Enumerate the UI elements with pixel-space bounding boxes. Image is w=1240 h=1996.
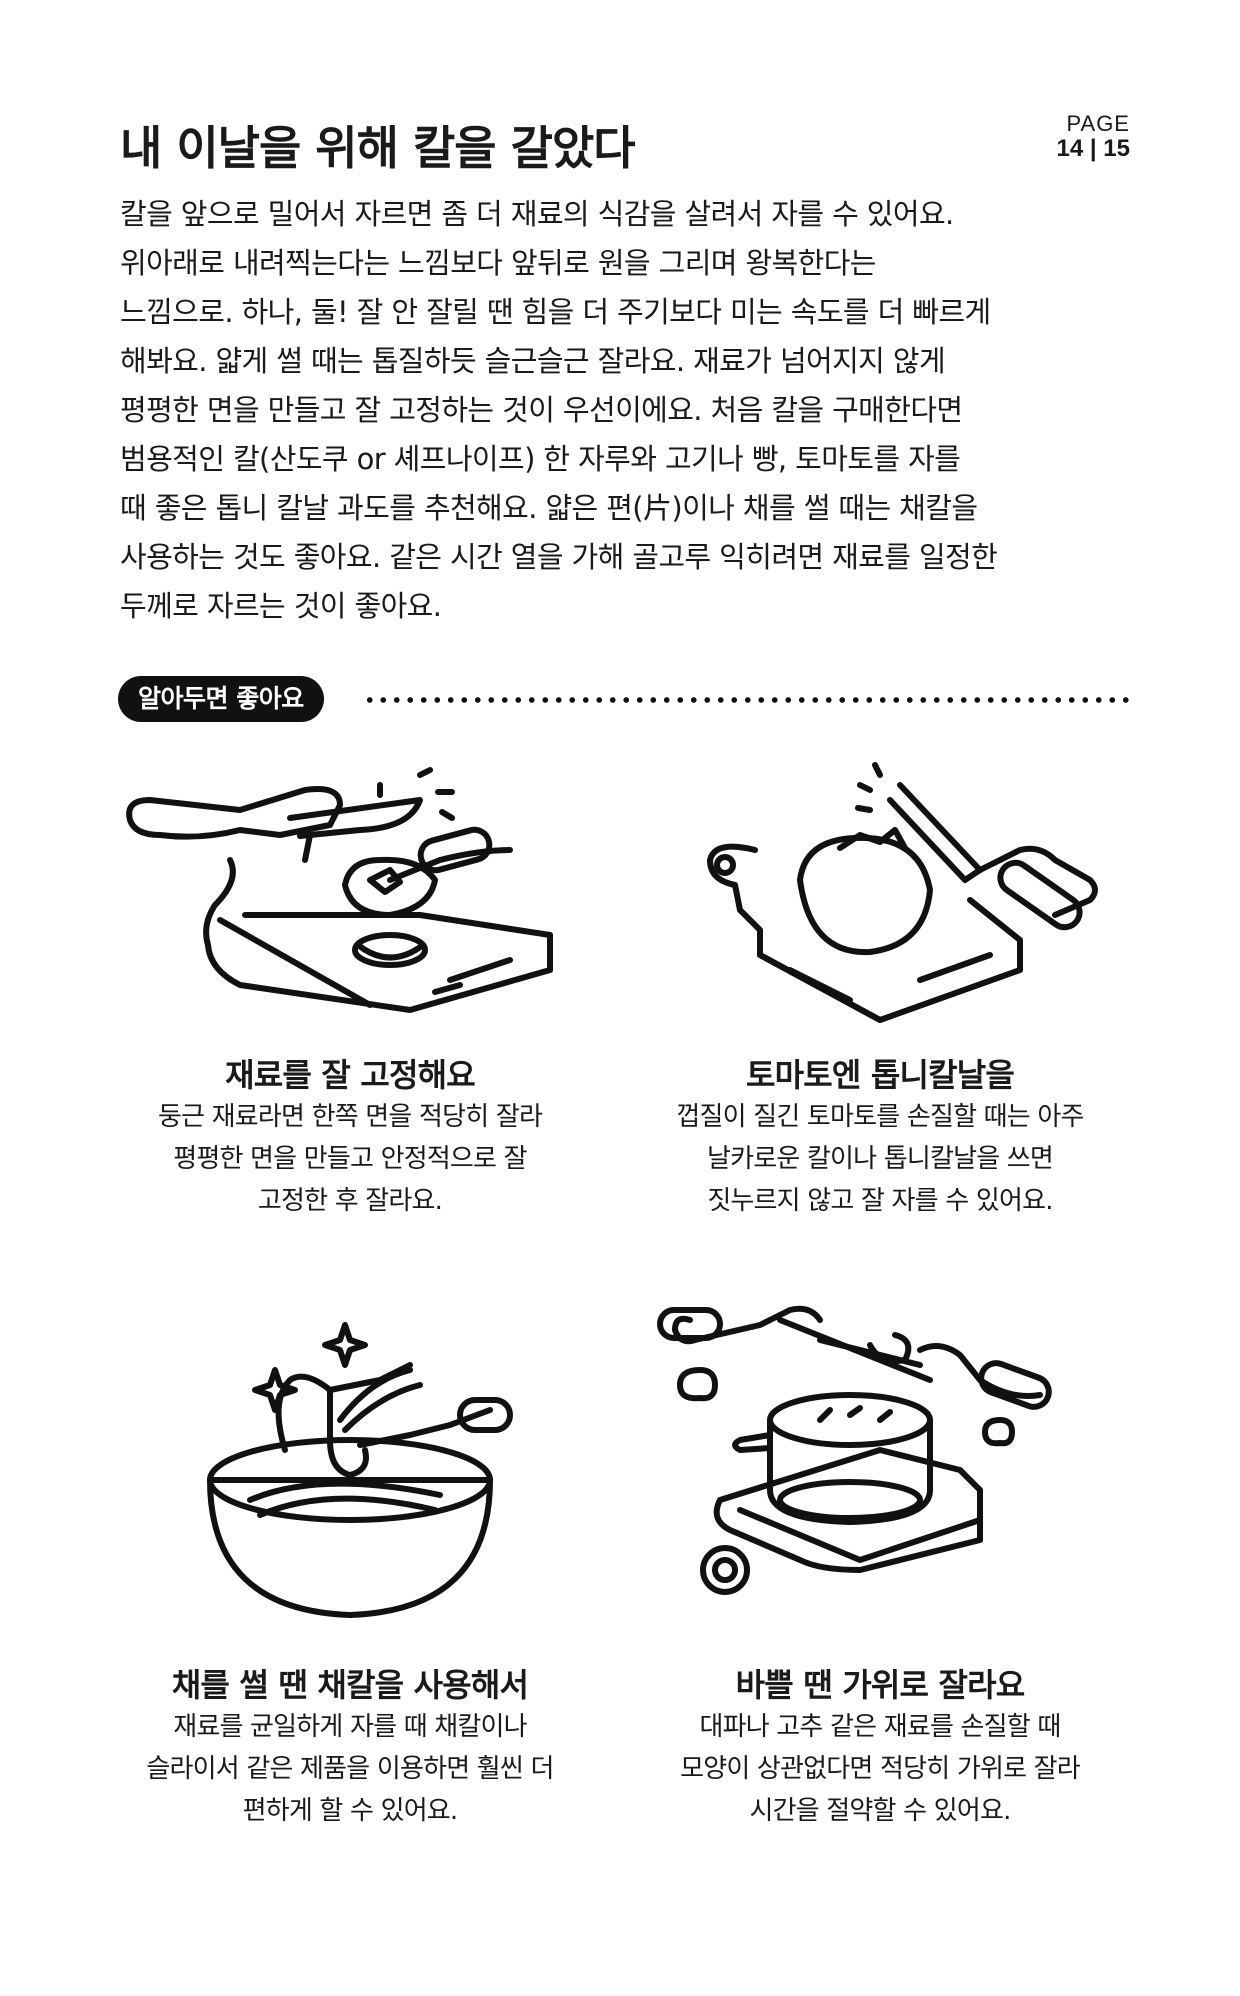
scissors-pot-stove-icon [657,1305,1052,1595]
card-desc-line: 슬라이서 같은 제품을 이용하면 훨씬 더 [146,1754,554,1784]
tip-card-fix-ingredient: 재료를 잘 고정해요 둥근 재료라면 한쪽 면을 적당히 잘라 평평한 면을 만… [90,730,610,1250]
dotted-divider [363,697,1130,703]
card-title: 채를 썰 땐 채칼을 사용해서 [171,1666,529,1704]
intro-paragraph: 칼을 앞으로 밀어서 자르면 좀 더 재료의 식감을 살려서 자를 수 있어요.… [120,190,1130,631]
card-desc-line: 대파나 고추 같은 재료를 손질할 때 [699,1712,1061,1742]
card-title: 재료를 잘 고정해요 [225,1056,476,1094]
card-description: 둥근 재료라면 한쪽 면을 적당히 잘라 평평한 면을 만들고 안정적으로 잘 … [90,1096,610,1222]
tip-card-scissors: 바쁠 땐 가위로 잘라요 대파나 고추 같은 재료를 손질할 때 모양이 상관없… [620,1270,1140,1830]
intro-line: 느낌으로. 하나, 둘! 잘 안 잘릴 땐 힘을 더 주기보다 미는 속도를 더… [120,295,991,329]
card-desc-line: 고정한 후 잘라요. [257,1186,443,1216]
page-number: 14 | 15 [1056,135,1130,163]
intro-line: 위아래로 내려찍는다는 느낌보다 앞뒤로 원을 그리며 왕복한다는 [120,246,876,280]
intro-line: 칼을 앞으로 밀어서 자르면 좀 더 재료의 식감을 살려서 자를 수 있어요. [120,197,954,231]
page-indicator: PAGE 14 | 15 [1056,111,1130,163]
card-desc-line: 모양이 상관없다면 적당히 가위로 잘라 [680,1754,1081,1784]
intro-line: 사용하는 것도 좋아요. 같은 시간 열을 가해 골고루 익히려면 재료를 일정… [120,540,998,574]
card-desc-line: 껍질이 질긴 토마토를 손질할 때는 아주 [676,1102,1084,1132]
card-desc-line: 날카로운 칼이나 톱니칼날을 쓰면 [706,1144,1054,1174]
julienne-bowl-icon [207,1322,513,1618]
card-description: 대파나 고추 같은 재료를 손질할 때 모양이 상관없다면 적당히 가위로 잘라… [620,1706,1140,1832]
card-desc-line: 편하게 할 수 있어요. [242,1796,459,1826]
intro-line: 두께로 자르는 것이 좋아요. [120,589,442,623]
card-desc-line: 짓누르지 않고 잘 자를 수 있어요. [707,1186,1053,1216]
intro-line: 해봐요. 얇게 썰 때는 톱질하듯 슬근슬근 잘라요. 재료가 넘어지지 않게 [120,344,946,378]
cutting-tomato-halves-icon [126,767,553,1013]
card-title: 바쁠 땐 가위로 잘라요 [735,1666,1026,1704]
page-title: 내 이날을 위해 칼을 갈았다 [120,121,636,175]
card-description: 재료를 균일하게 자를 때 채칼이나 슬라이서 같은 제품을 이용하면 훨씬 더… [90,1706,610,1832]
serrated-knife-tomato-icon [707,762,1098,1023]
card-title: 토마토엔 톱니칼날을 [745,1056,1015,1094]
tip-section-header: 알아두면 좋아요 [118,676,1130,726]
card-desc-line: 평평한 면을 만들고 안정적으로 잘 [173,1144,527,1174]
intro-line: 평평한 면을 만들고 잘 고정하는 것이 우선이에요. 처음 칼을 구매한다면 [120,393,963,427]
page-word: PAGE [1066,111,1130,136]
tip-badge: 알아두면 좋아요 [118,676,324,722]
card-desc-line: 시간을 절약할 수 있어요. [749,1796,1011,1826]
card-desc-line: 재료를 균일하게 자를 때 채칼이나 [173,1712,527,1742]
intro-line: 때 좋은 톱니 칼날 과도를 추천해요. 얇은 편(片)이나 채를 썰 때는 채… [120,491,978,525]
card-description: 껍질이 질긴 토마토를 손질할 때는 아주 날카로운 칼이나 톱니칼날을 쓰면 … [620,1096,1140,1222]
intro-line: 범용적인 칼(산도쿠 or 셰프나이프) 한 자루와 고기나 빵, 토마토를 자… [120,442,961,476]
tip-card-julienne: 채를 썰 땐 채칼을 사용해서 재료를 균일하게 자를 때 채칼이나 슬라이서 … [90,1270,610,1830]
tip-card-serrated-knife: 토마토엔 톱니칼날을 껍질이 질긴 토마토를 손질할 때는 아주 날카로운 칼이… [620,730,1140,1250]
card-desc-line: 둥근 재료라면 한쪽 면을 적당히 잘라 [157,1102,543,1132]
